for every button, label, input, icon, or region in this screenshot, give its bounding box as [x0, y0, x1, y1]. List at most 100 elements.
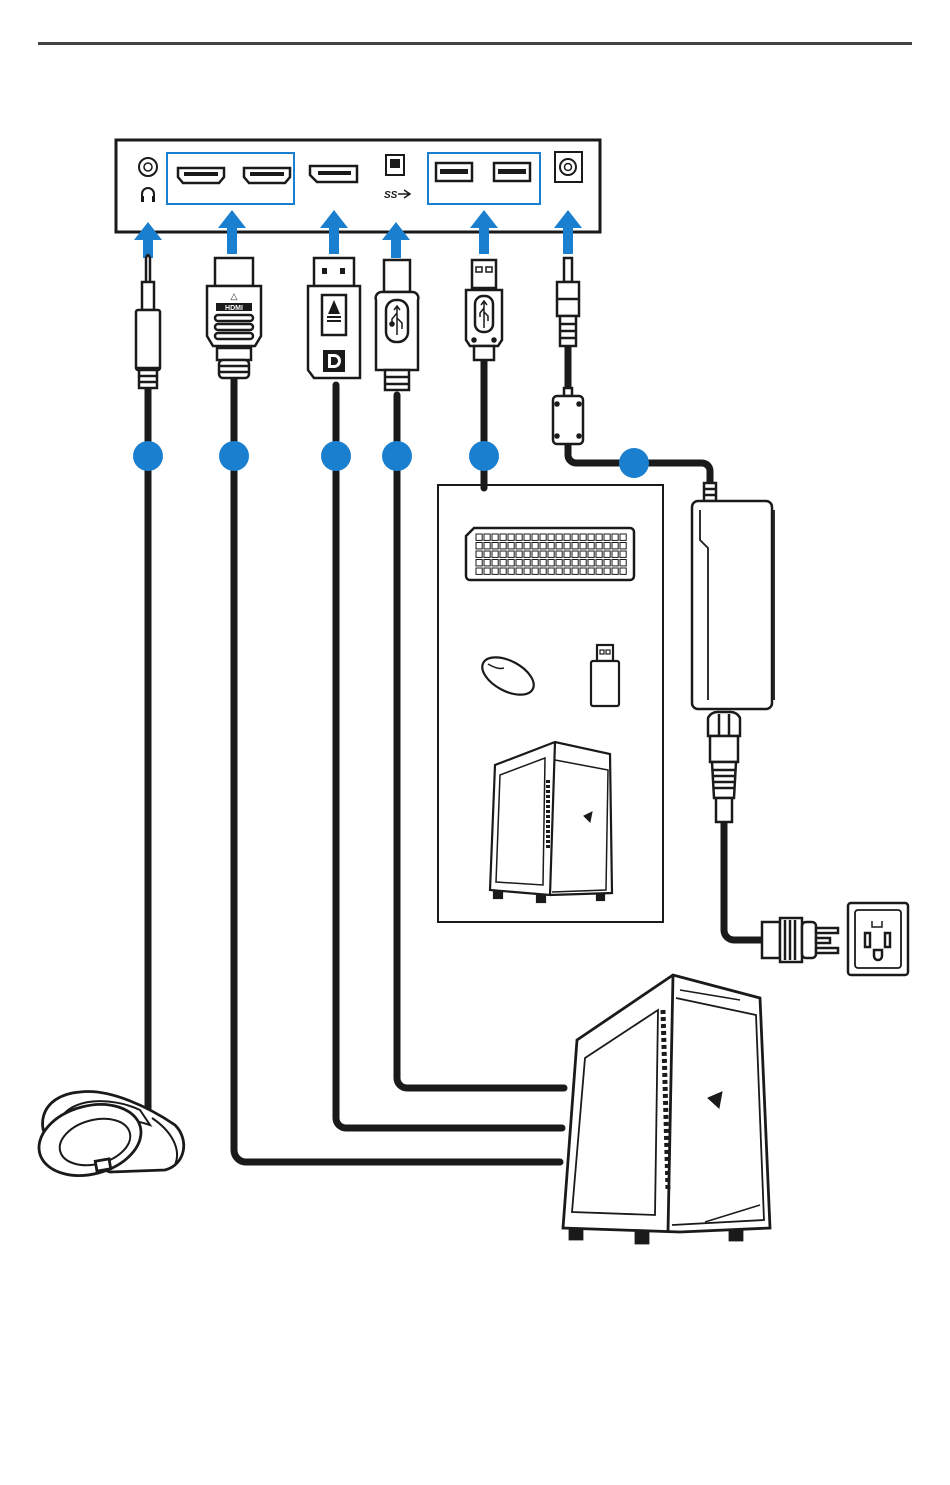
keyboard-key: [588, 551, 594, 557]
keyboard-key: [484, 543, 490, 549]
keyboard-key: [580, 551, 586, 557]
keyboard-key: [540, 568, 546, 574]
pc-tower-icon: [563, 975, 770, 1243]
pc-tower-icon: [490, 742, 612, 902]
ac-connector-icon: [708, 712, 740, 822]
keyboard-key: [612, 560, 618, 566]
keyboard-key: [604, 543, 610, 549]
keyboard-key: [596, 534, 602, 540]
keyboard-key: [476, 568, 482, 574]
keyboard-key: [500, 534, 506, 540]
keyboard-key: [516, 543, 522, 549]
usb-peripherals-box: [438, 485, 663, 922]
keyboard-key: [540, 560, 546, 566]
keyboard-key: [548, 543, 554, 549]
connection-dot: [321, 441, 351, 471]
dc-plug-icon: [557, 258, 579, 346]
keyboard-key: [500, 560, 506, 566]
hdmi-plug-icon: △ HDMI: [207, 258, 261, 378]
power-adapter-icon: [692, 483, 774, 709]
keyboard-key: [612, 543, 618, 549]
audio-plug-icon: [136, 255, 160, 388]
keyboard-key: [540, 543, 546, 549]
keyboard-key: [604, 560, 610, 566]
usb-a-plug-icon: [466, 260, 502, 360]
keyboard-key: [500, 543, 506, 549]
keyboard-key: [620, 534, 626, 540]
connection-dot: [469, 441, 499, 471]
keyboard-key: [556, 568, 562, 574]
keyboard-key: [556, 560, 562, 566]
keyboard-key: [508, 560, 514, 566]
keyboard-key: [588, 534, 594, 540]
keyboard-key: [500, 568, 506, 574]
keyboard-key: [596, 551, 602, 557]
keyboard-key: [516, 560, 522, 566]
usb-b-cable: [397, 395, 564, 1088]
keyboard-key: [484, 534, 490, 540]
keyboard-key: [548, 551, 554, 557]
keyboard-key: [596, 568, 602, 574]
keyboard-key: [524, 551, 530, 557]
keyboard-key: [508, 534, 514, 540]
keyboard-key: [540, 534, 546, 540]
connection-dot: [382, 441, 412, 471]
keyboard-key: [604, 534, 610, 540]
keyboard-key: [476, 543, 482, 549]
keyboard-key: [548, 568, 554, 574]
keyboard-key: [476, 551, 482, 557]
keyboard-key: [620, 568, 626, 574]
keyboard-key: [572, 551, 578, 557]
keyboard-key: [492, 534, 498, 540]
wall-outlet-icon: [848, 903, 908, 975]
keyboard-key: [524, 534, 530, 540]
keyboard-key: [484, 568, 490, 574]
keyboard-key: [532, 551, 538, 557]
ferrite-core-icon: [553, 388, 583, 444]
keyboard-key: [492, 568, 498, 574]
keyboard-key: [612, 568, 618, 574]
keyboard-key: [484, 551, 490, 557]
mouse-icon: [476, 650, 540, 703]
keyboard-key: [508, 568, 514, 574]
keyboard-key: [612, 534, 618, 540]
keyboard-key: [620, 543, 626, 549]
keyboard-key: [564, 568, 570, 574]
keyboard-key: [516, 534, 522, 540]
connection-dot: [219, 441, 249, 471]
keyboard-key: [484, 560, 490, 566]
keyboard-key: [596, 560, 602, 566]
keyboard-key: [564, 560, 570, 566]
keyboard-key: [620, 560, 626, 566]
keyboard-key: [572, 534, 578, 540]
keyboard-key: [492, 560, 498, 566]
keyboard-key: [604, 568, 610, 574]
keyboard-key: [588, 568, 594, 574]
keyboard-key: [476, 560, 482, 566]
keyboard-key: [524, 543, 530, 549]
svg-text:△: △: [231, 291, 238, 301]
keyboard-key: [572, 568, 578, 574]
usb-drive-icon: [591, 645, 619, 706]
keyboard-key: [476, 534, 482, 540]
keyboard-key: [612, 551, 618, 557]
keyboard-key: [572, 560, 578, 566]
keyboard-key: [580, 534, 586, 540]
keyboard-key: [532, 560, 538, 566]
keyboard-key: [532, 543, 538, 549]
hdmi-logo-label: HDMI: [225, 305, 243, 312]
usb-b-plug-icon: [376, 260, 419, 390]
keyboard-icon: [466, 528, 634, 580]
keyboard-key: [580, 543, 586, 549]
monitor-io-panel: SS: [116, 140, 600, 232]
keyboard-key: [524, 568, 530, 574]
keyboard-key: [524, 560, 530, 566]
connection-dot: [619, 448, 649, 478]
ac-plug-icon: [762, 918, 838, 962]
usb-superspeed-label: SS: [384, 190, 398, 201]
displayport-plug-icon: [308, 258, 360, 378]
keyboard-key: [588, 543, 594, 549]
keyboard-key: [508, 551, 514, 557]
keyboard-key: [516, 551, 522, 557]
